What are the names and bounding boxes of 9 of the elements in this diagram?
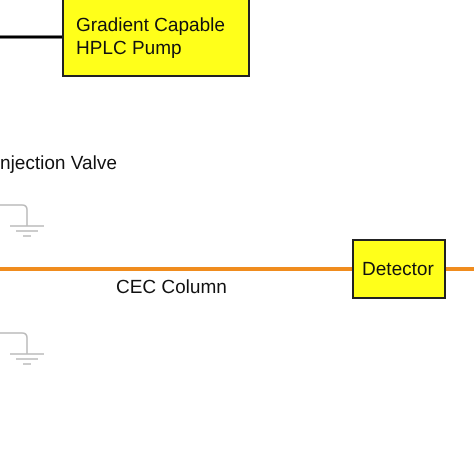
part-label: njection Valve xyxy=(0,153,117,175)
connector-line xyxy=(0,267,352,271)
connector-line xyxy=(0,36,62,38)
connector-line xyxy=(446,267,474,271)
part-label: CEC Column xyxy=(116,277,227,299)
component-box xyxy=(352,239,446,299)
component-box xyxy=(62,0,250,77)
component-label: Gradient Capable HPLC Pump xyxy=(76,14,226,60)
component-label: Detector xyxy=(362,258,434,280)
